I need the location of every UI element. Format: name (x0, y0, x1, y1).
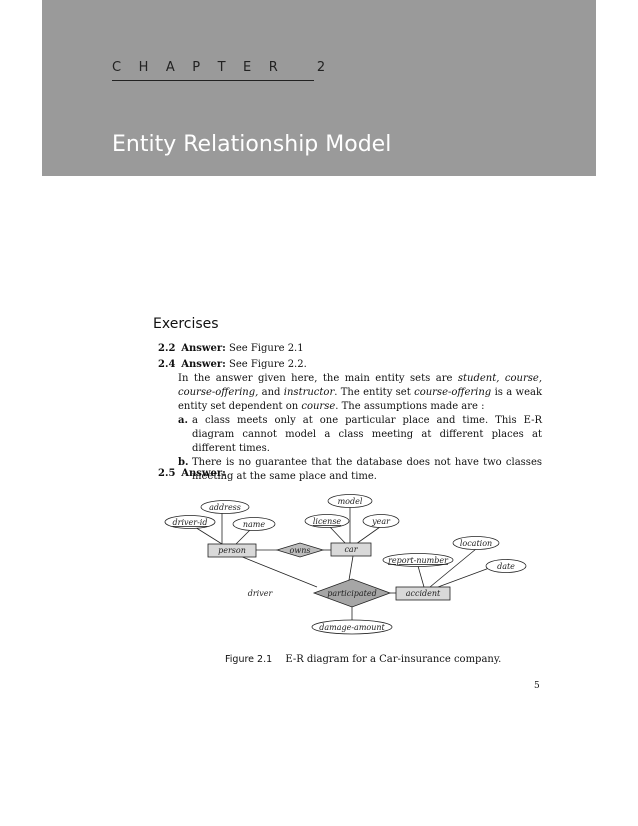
answer-text: See Figure 2.1 (228, 343, 304, 354)
assumption-a: a. a class meets only at one particular … (158, 414, 542, 456)
attribute-label: license (313, 517, 342, 526)
relationship-participated: participated (312, 578, 392, 608)
chapter-label: CHAPTER 2 (112, 60, 343, 75)
exercises-heading: Exercises (153, 316, 219, 332)
entity-label: person (218, 546, 246, 555)
attribute-label: location (460, 539, 492, 548)
answer-paragraph: In the answer given here, the main entit… (158, 372, 542, 414)
paragraph-text: . The entity set (334, 387, 411, 398)
relationship-label: owns (290, 546, 311, 555)
entity-person: person (207, 543, 257, 558)
assumption-text: a class meets only at one particular pla… (192, 415, 542, 454)
attribute-report-number: report-number (382, 553, 454, 567)
assumption-letter: a. (178, 415, 188, 426)
chapter-header-band (42, 0, 596, 176)
attribute-label: damage-amount (319, 623, 385, 632)
attribute-damage-amount: damage-amount (311, 619, 393, 635)
attribute-label: year (371, 517, 391, 526)
entity-accident: accident (395, 586, 451, 601)
attribute-label: report-number (388, 556, 449, 565)
page-number: 5 (534, 681, 540, 691)
paragraph-term: student, course, course-offering, (178, 373, 542, 398)
attribute-address: address (200, 500, 250, 514)
connector-lines (189, 507, 493, 621)
paragraph-term: instructor (283, 387, 335, 398)
exercise-2-2: 2.2 Answer: See Figure 2.1 (158, 342, 542, 356)
answer-label: Answer: (181, 468, 226, 479)
answer-label: Answer: (181, 343, 226, 354)
role-label-driver: driver (248, 589, 274, 598)
relationship-label: participated (327, 589, 377, 598)
paragraph-text: and (261, 387, 281, 398)
paragraph-text: In the answer given here, the main entit… (178, 373, 453, 384)
attribute-date: date (485, 559, 527, 573)
attribute-label: address (209, 503, 241, 512)
attribute-license: license (304, 514, 350, 528)
attribute-label: name (243, 520, 266, 529)
exercise-number: 2.2 (158, 343, 176, 354)
relationship-owns: owns (275, 542, 325, 558)
paragraph-text: . The assumptions made are : (335, 401, 485, 412)
attribute-name: name (232, 517, 276, 531)
paragraph-term: course (301, 401, 336, 412)
exercise-number: 2.5 (158, 468, 176, 479)
entity-car: car (330, 542, 372, 557)
figure-number: Figure 2.1 (225, 654, 273, 665)
attribute-model: model (327, 494, 373, 508)
attribute-year: year (362, 514, 400, 528)
paragraph-term: course-offering (414, 387, 492, 398)
exercise-2-4: 2.4 Answer: See Figure 2.2. In the answe… (158, 358, 542, 484)
exercise-number: 2.4 (158, 359, 176, 370)
attribute-label: driver-id (173, 518, 208, 527)
entity-label: accident (406, 589, 441, 598)
assumption-letter: b. (178, 457, 189, 468)
attribute-location: location (452, 536, 500, 550)
answer-text: See Figure 2.2. (228, 359, 307, 370)
assumption-text: There is no guarantee that the database … (192, 457, 542, 482)
paragraph-text: is a weak entity set dependent on (178, 387, 543, 412)
attribute-label: model (338, 497, 363, 506)
entity-label: car (344, 545, 358, 554)
answer-label: Answer: (181, 359, 226, 370)
caption-text: E-R diagram for a Car-insurance company. (285, 654, 502, 665)
assumption-b: b. There is no guarantee that the databa… (158, 456, 542, 484)
attribute-driver-id: driver-id (164, 515, 216, 529)
chapter-title: Entity Relationship Model (112, 132, 392, 157)
figure-caption: Figure 2.1 E-R diagram for a Car-insuran… (225, 654, 501, 665)
attribute-label: date (497, 562, 515, 571)
exercise-2-5: 2.5 Answer: (158, 467, 542, 481)
chapter-rule (112, 80, 314, 81)
